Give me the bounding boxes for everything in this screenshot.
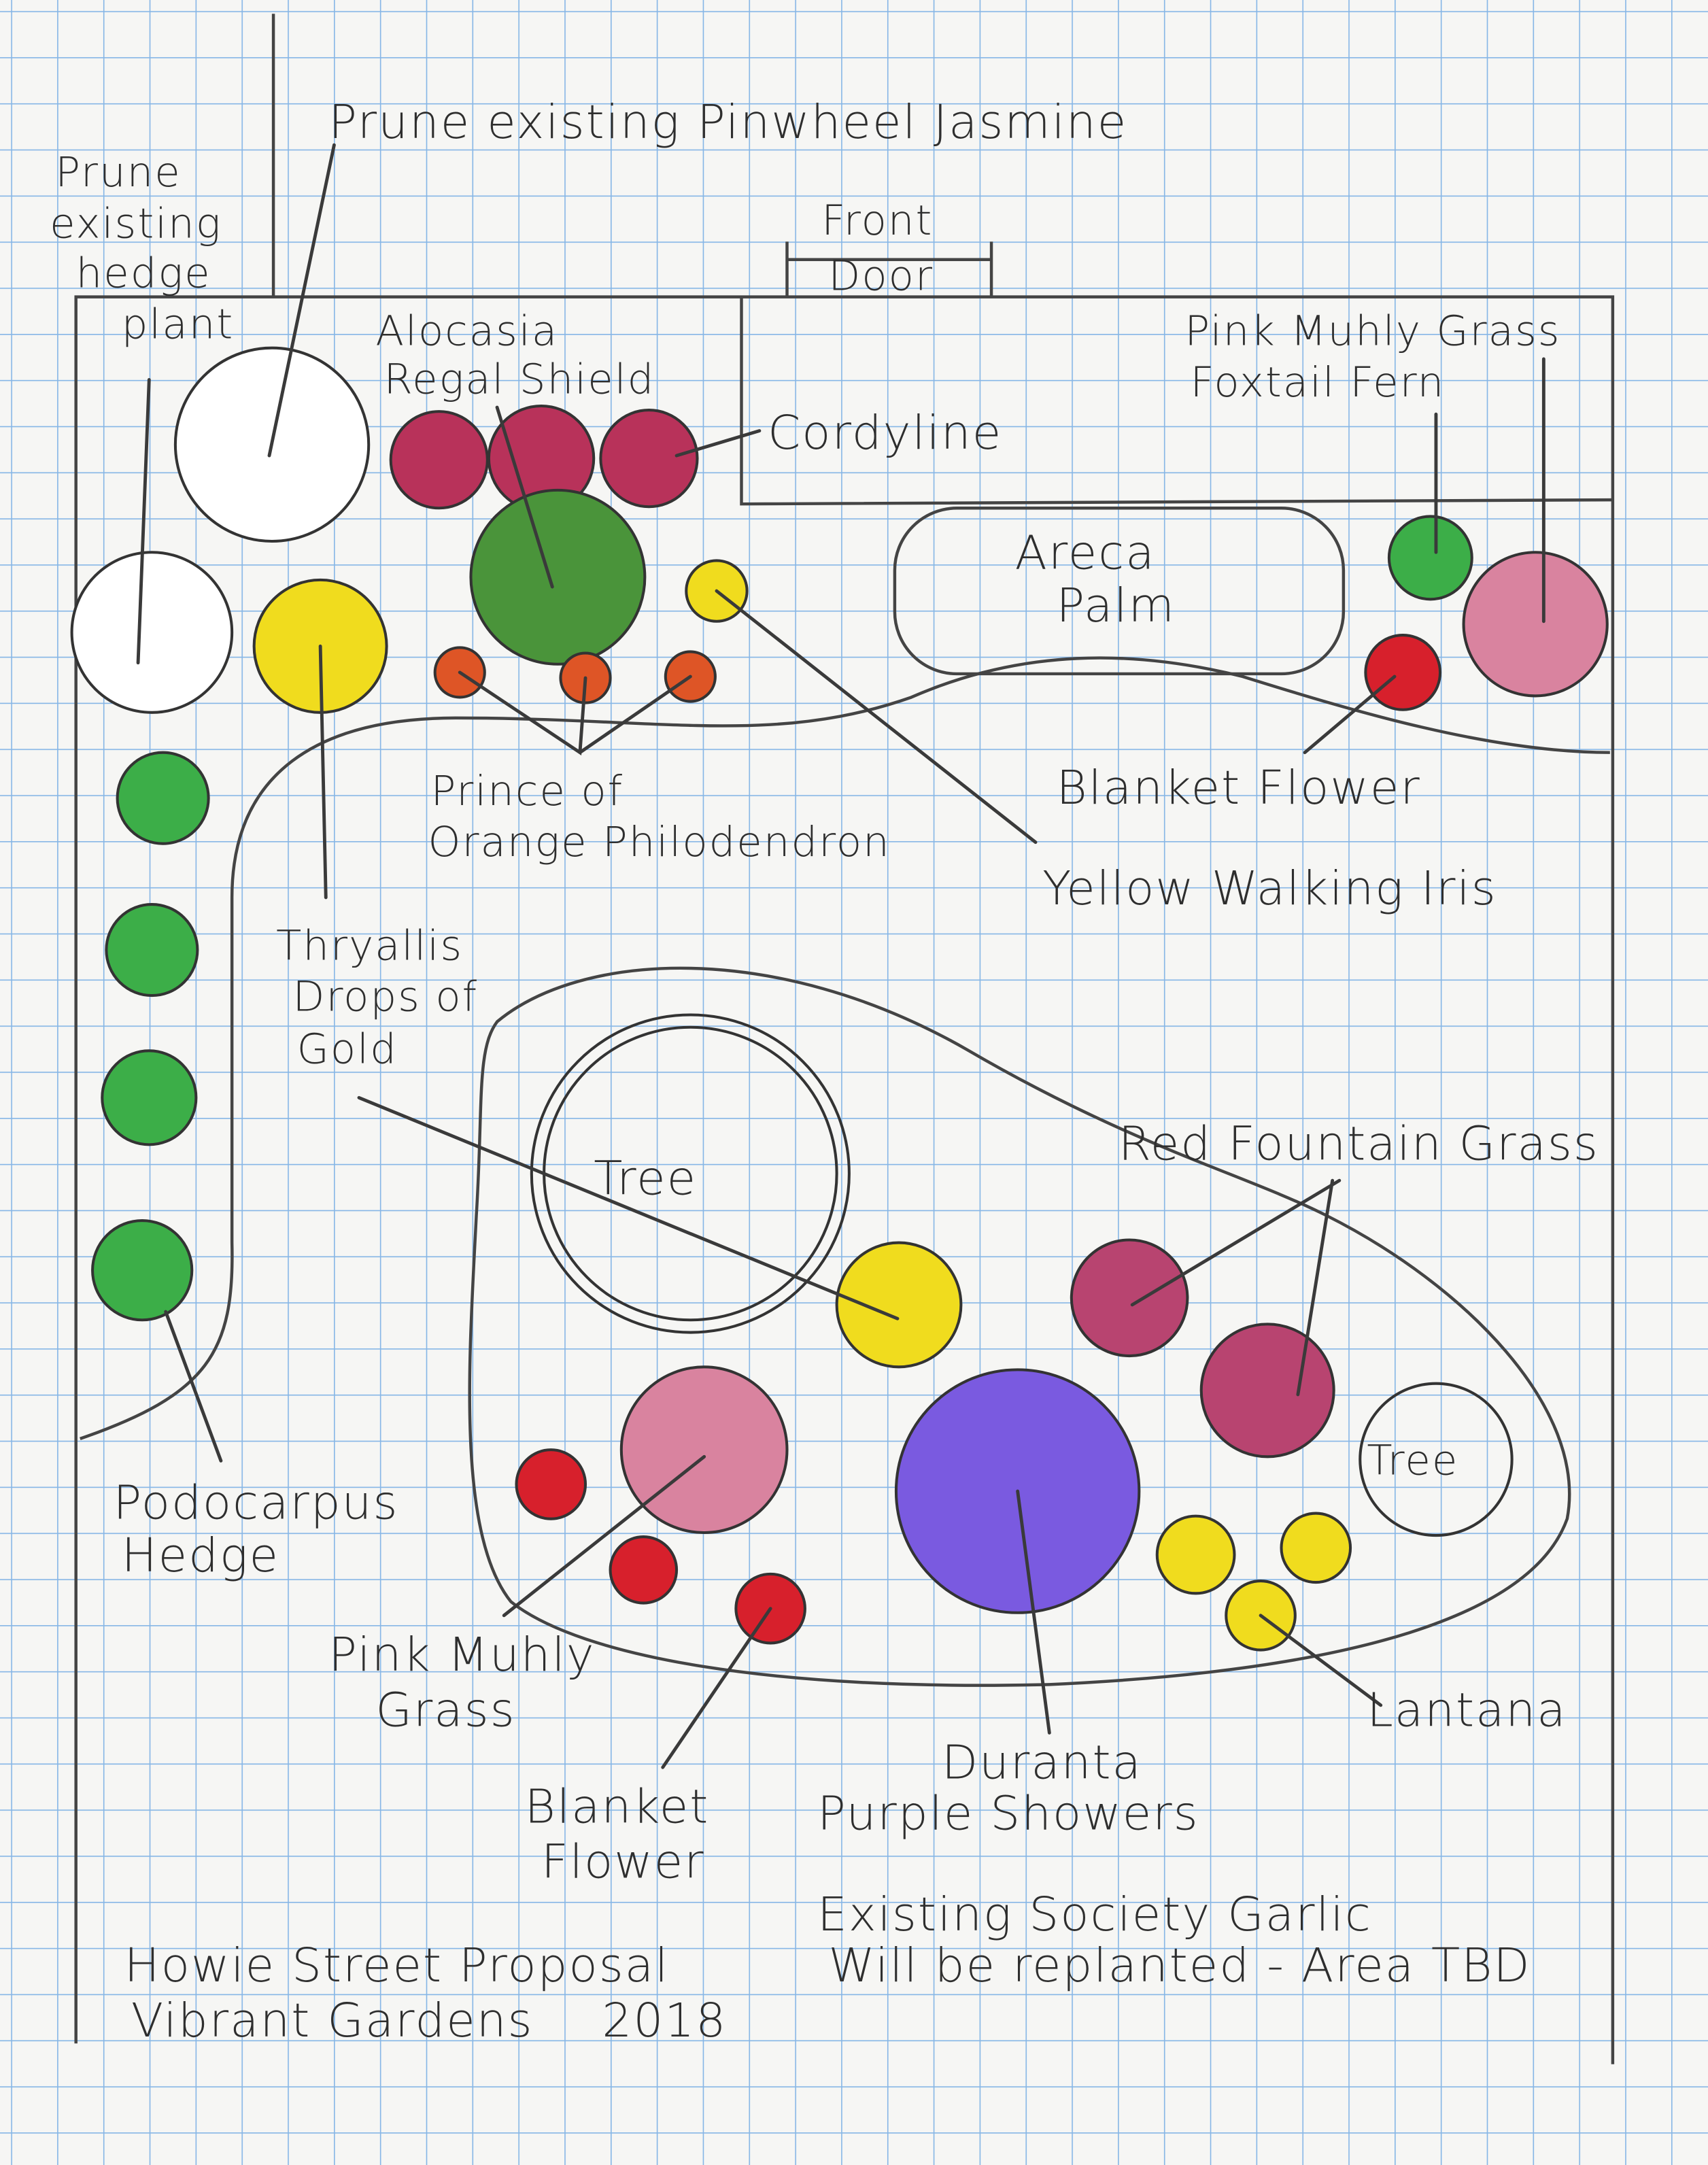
blanket-flower-plant	[609, 1535, 679, 1605]
leader-lines	[136, 143, 1545, 1769]
label-pink-muhly-bottom-1: Pink Muhly	[328, 1628, 595, 1682]
thryallis-plant	[835, 1241, 963, 1369]
label-areca-2: Palm	[1057, 579, 1176, 633]
plan-title: Howie Street Proposal	[124, 1939, 670, 1993]
label-alocasia-1: Alocasia	[375, 307, 558, 356]
label-prune-hedge-4: plant	[122, 301, 235, 349]
label-blanket-flower-bottom-1: Blanket	[525, 1779, 710, 1834]
podocarpus-plant	[91, 1219, 194, 1322]
pink-muhly-plant	[1462, 551, 1609, 698]
alocasia-plant	[599, 409, 699, 509]
label-duranta-1: Duranta	[942, 1735, 1142, 1790]
podocarpus-plant	[101, 1049, 198, 1146]
alocasia-plant	[389, 410, 489, 510]
foxtail-fern-plant	[1387, 515, 1473, 601]
label-cordyline: Cordyline	[768, 406, 1002, 460]
label-duranta-2: Purple Showers	[817, 1787, 1199, 1841]
garden-island-bed	[468, 966, 1571, 1687]
label-tree-small: Tree	[1367, 1437, 1458, 1485]
label-pink-muhly-top: Pink Muhly Grass	[1184, 307, 1560, 356]
label-front-door-1: Front	[821, 197, 933, 245]
tree-large	[530, 1013, 851, 1334]
plan-year: 2018	[602, 1994, 727, 2048]
cordyline-plant	[469, 488, 647, 666]
label-pink-muhly-bottom-2: Grass	[375, 1683, 515, 1737]
label-prune-jasmine: Prune existing Pinwheel Jasmine	[328, 95, 1127, 150]
label-front-door-2: Door	[828, 252, 934, 300]
label-society-garlic-2: Will be replanted - Area TBD	[828, 1939, 1531, 1993]
lantana-plant	[1280, 1512, 1352, 1584]
blanket-flower-plant	[515, 1448, 587, 1520]
hedge-plant	[70, 551, 234, 714]
podocarpus-plant	[105, 903, 199, 998]
pink-muhly-plant	[619, 1365, 789, 1535]
label-areca-1: Areca	[1015, 526, 1156, 581]
label-prince-2: Orange Philodendron	[428, 818, 891, 866]
label-blanket-flower-top: Blanket Flower	[1057, 761, 1421, 815]
walkway-path	[80, 656, 1610, 1441]
lantana-plant	[1155, 1514, 1236, 1595]
label-alocasia-2: Regal Shield	[384, 356, 655, 404]
areca-palm-bed	[893, 507, 1346, 676]
label-tree-large: Tree	[594, 1151, 697, 1206]
tree-small	[1359, 1382, 1514, 1537]
label-podocarpus-2: Hedge	[122, 1529, 279, 1583]
label-thryallis-2: Drops of	[293, 972, 479, 1021]
label-podocarpus-1: Podocarpus	[114, 1476, 399, 1531]
red-fountain-grass-plant	[1199, 1323, 1335, 1459]
label-thryallis-3: Gold	[297, 1025, 398, 1074]
label-thryallis-1: Thryallis	[276, 921, 463, 970]
label-foxtail-fern: Foxtail Fern	[1190, 358, 1445, 407]
label-prune-hedge-3: hedge	[76, 249, 211, 297]
property-outline	[74, 14, 1615, 2064]
podocarpus-plant	[116, 751, 210, 845]
label-prince-1: Prince of	[431, 767, 624, 815]
label-red-fountain-grass: Red Fountain Grass	[1118, 1117, 1599, 1172]
label-society-garlic-1: Existing Society Garlic	[817, 1888, 1372, 1942]
label-prune-hedge-2: existing	[50, 199, 222, 248]
red-fountain-grass-plant	[1070, 1238, 1189, 1358]
blanket-flower-plant	[1364, 634, 1442, 711]
plan-subtitle: Vibrant Gardens	[131, 1994, 534, 2048]
label-lantana: Lantana	[1367, 1683, 1567, 1737]
label-blanket-flower-bottom-2: Flower	[541, 1835, 705, 1890]
label-yellow-walking-iris: Yellow Walking Iris	[1042, 862, 1497, 916]
label-prune-hedge-1: Prune	[55, 148, 182, 197]
